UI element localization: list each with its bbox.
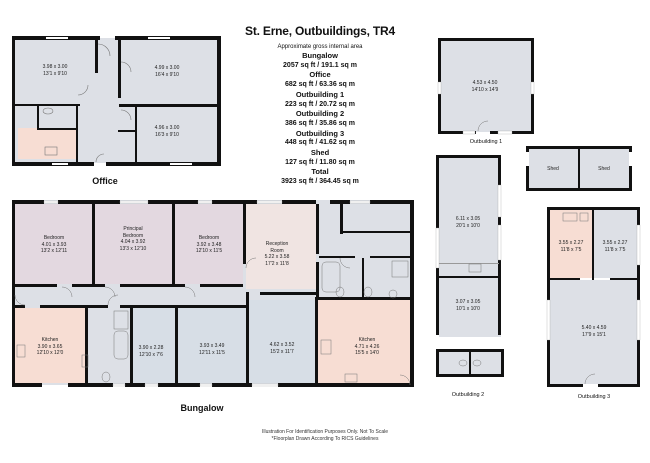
area-value-bungalow: 2057 sq ft / 191.1 sq m: [283, 61, 357, 69]
area-value-outbuilding2: 386 sq ft / 35.86 sq m: [284, 119, 356, 127]
disclaimer-line-1: Illustration For Identification Purposes…: [262, 429, 388, 435]
area-name-outbuilding1: Outbuilding 1: [295, 89, 345, 99]
outbuilding3-room-1-label: 3.55 x 2.27 11'8 x 7'5: [558, 240, 584, 253]
area-name-shed: Shed: [310, 148, 330, 158]
area-name-total: Total: [311, 167, 329, 177]
kitchen-2-label: Kitchen 4.71 x 4.26 15'5 x 14'0: [354, 337, 380, 356]
principal-bedroom-label: Principal Bedroom 4.04 x 3.92 13'3 x 12'…: [119, 226, 147, 252]
shed-2-label: Shed: [598, 166, 610, 172]
outbuilding1-plan: [437, 38, 535, 135]
office-room-2-label: 4.99 x 3.00 16'4 x 9'10: [154, 65, 180, 78]
area-summary: Approximate gross internal area Bungalow…: [220, 43, 420, 187]
outbuilding1-room-label: 4.53 x 4.50 14'10 x 14'9: [471, 80, 499, 93]
disclaimer: Illustration For Identification Purposes…: [200, 429, 450, 442]
kitchen-1-label: Kitchen 3.90 x 3.65 12'10 x 12'0: [36, 337, 64, 356]
area-name-outbuilding2: Outbuilding 2: [295, 109, 345, 119]
room-bungalow-7-label: 3.93 x 3.49 12'11 x 11'5: [199, 343, 225, 356]
room-bungalow-8-label: 4.62 x 3.52 15'2 x 11'7: [269, 342, 295, 355]
area-value-total: 3923 sq ft / 364.45 sq m: [281, 178, 359, 186]
reception-room-label: Reception Room 5.22 x 3.58 17'2 x 11'8: [264, 241, 290, 267]
office-room-1-label: 3.98 x 3.00 13'1 x 9'10: [42, 64, 68, 77]
outbuilding1-label: Outbuilding 1: [469, 139, 503, 145]
shed-plan: [526, 146, 632, 191]
outbuilding2-room-1-label: 6.11 x 3.05 20'1 x 10'0: [455, 216, 481, 229]
office-label: Office: [92, 176, 118, 186]
room-bungalow-6-label: 3.90 x 2.28 12'10 x 7'6: [138, 345, 164, 358]
outbuilding3-label: Outbuilding 3: [577, 394, 611, 400]
area-value-office: 682 sq ft / 63.36 sq m: [284, 81, 356, 89]
outbuilding3-plan: [546, 207, 641, 387]
outbuilding2-plan: [435, 155, 504, 377]
bedroom-1-label: Bedroom 4.01 x 3.93 13'2 x 12'11: [40, 235, 68, 254]
bungalow-plan: [12, 200, 414, 387]
area-value-outbuilding3: 448 sq ft / 41.62 sq m: [284, 139, 356, 147]
area-name-bungalow: Bungalow: [302, 51, 338, 60]
bedroom-3-label: Bedroom 3.92 x 3.48 12'10 x 11'5: [195, 235, 223, 254]
page-title: St. Erne, Outbuildings, TR4: [245, 24, 395, 38]
area-value-shed: 127 sq ft / 11.80 sq m: [285, 158, 355, 166]
office-room-3-label: 4.96 x 3.00 16'3 x 9'10: [154, 125, 180, 138]
area-name-outbuilding3: Outbuilding 3: [295, 128, 345, 138]
office-plan: [12, 36, 221, 166]
area-name-office: Office: [309, 70, 331, 80]
outbuilding2-label: Outbuilding 2: [451, 392, 485, 398]
bungalow-label: Bungalow: [180, 403, 224, 413]
outbuilding3-room-3-label: 5.40 x 4.59 17'9 x 15'1: [581, 325, 607, 338]
outbuilding2-room-2-label: 3.07 x 3.05 10'1 x 10'0: [455, 299, 481, 312]
shed-1-label: Shed: [547, 166, 559, 172]
disclaimer-line-2: *Floorplan Drawn According To RICS Guide…: [271, 435, 379, 442]
outbuilding3-room-2-label: 3.55 x 2.27 11'8 x 7'5: [602, 240, 628, 253]
area-heading: Approximate gross internal area: [277, 44, 363, 50]
area-value-outbuilding1: 223 sq ft / 20.72 sq m: [284, 100, 356, 108]
